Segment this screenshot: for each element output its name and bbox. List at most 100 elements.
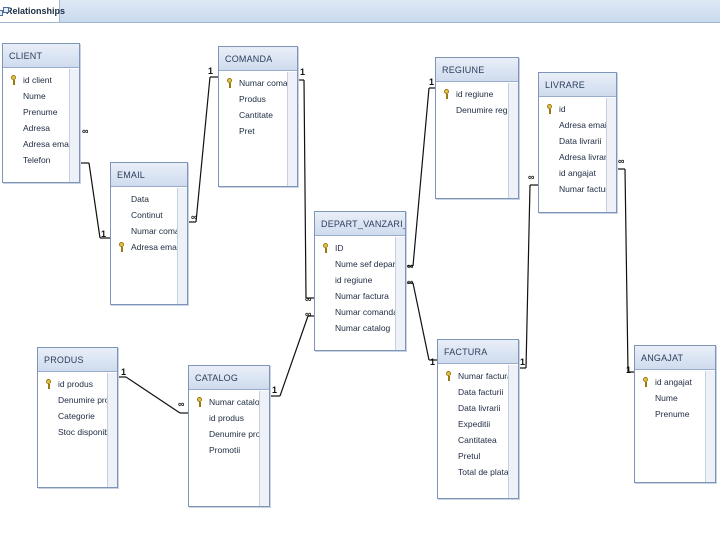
field-row[interactable]: Adresa email <box>3 136 69 152</box>
field-name: id client <box>23 75 52 85</box>
field-name: id angajat <box>655 377 692 387</box>
table-title[interactable]: EMAIL <box>111 163 187 187</box>
field-row[interactable]: id produs <box>189 410 259 426</box>
field-row[interactable]: Numar comanda <box>219 75 287 91</box>
field-row[interactable]: Numar factura <box>315 288 395 304</box>
field-row[interactable]: Expeditii <box>438 416 508 432</box>
table-scrollbar[interactable] <box>508 365 518 498</box>
table-title[interactable]: LIVRARE <box>539 73 616 97</box>
field-row[interactable]: id regiune <box>315 272 395 288</box>
field-row[interactable]: Cantitate <box>219 107 287 123</box>
rel-line <box>303 79 307 299</box>
field-name: Adresa email <box>23 139 69 149</box>
field-row[interactable]: Denumire produs <box>38 392 107 408</box>
field-row[interactable]: Prenume <box>635 406 705 422</box>
field-name: id produs <box>58 379 93 389</box>
field-row[interactable]: id produs <box>38 376 107 392</box>
field-row[interactable]: Categorie <box>38 408 107 424</box>
field-row[interactable]: Telefon <box>3 152 69 168</box>
field-row[interactable]: id client <box>3 72 69 88</box>
table-title[interactable]: COMANDA <box>219 47 297 71</box>
field-row[interactable]: Pretul <box>438 448 508 464</box>
rel-line <box>125 376 181 414</box>
field-row[interactable]: Numar comanda <box>315 304 395 320</box>
field-row[interactable]: Promotii <box>189 442 259 458</box>
field-row[interactable]: Adresa <box>3 120 69 136</box>
field-name: Nume <box>23 91 46 101</box>
rel-line <box>624 168 629 373</box>
field-row[interactable]: Stoc disponibil <box>38 424 107 440</box>
table-scrollbar[interactable] <box>395 237 405 350</box>
table-scrollbar[interactable] <box>177 188 187 304</box>
table-title[interactable]: ANGAJAT <box>635 346 715 370</box>
table-title[interactable]: CLIENT <box>3 44 79 68</box>
field-row[interactable]: Continut <box>111 207 177 223</box>
field-row[interactable]: Denumire produs <box>189 426 259 442</box>
field-row[interactable]: Adresa email <box>539 117 606 133</box>
field-row[interactable]: Numar factura <box>438 368 508 384</box>
primary-key-icon <box>197 397 203 407</box>
table-scrollbar[interactable] <box>508 83 518 198</box>
field-row[interactable]: ID <box>315 240 395 256</box>
field-row[interactable]: Nume sef departament <box>315 256 395 272</box>
table-title[interactable]: REGIUNE <box>436 58 518 82</box>
field-name: Denumire regiune <box>456 105 508 115</box>
field-row[interactable]: Numar factura <box>539 181 606 197</box>
field-row[interactable]: Data facturii <box>438 384 508 400</box>
field-row[interactable]: Adresa email <box>111 239 177 255</box>
field-row[interactable]: id angajat <box>539 165 606 181</box>
field-row[interactable]: id regiune <box>436 86 508 102</box>
field-row[interactable]: Total de plata <box>438 464 508 480</box>
table-title[interactable]: FACTURA <box>438 340 518 364</box>
rel-line <box>195 76 211 223</box>
relationships-canvas[interactable]: ∞ 1 ∞ 1 1 ∞ ∞ 1 ∞ ∞ 1 1 1 ∞ 1 ∞ 1 ∞ CLIE… <box>0 23 720 540</box>
rel-line <box>88 162 101 239</box>
field-row[interactable]: Data livrarii <box>539 133 606 149</box>
field-name: Denumire produs <box>209 429 259 439</box>
rel-line <box>525 184 531 369</box>
field-row[interactable]: Pret <box>219 123 287 139</box>
table-title[interactable]: PRODUS <box>38 348 117 372</box>
field-row[interactable]: Denumire regiune <box>436 102 508 118</box>
field-name: Denumire produs <box>58 395 107 405</box>
field-row[interactable]: Data livrarii <box>438 400 508 416</box>
field-name: Promotii <box>209 445 241 455</box>
field-row[interactable]: Numar comanda <box>111 223 177 239</box>
field-row[interactable]: Nume <box>3 88 69 104</box>
field-row[interactable]: Data <box>111 191 177 207</box>
field-row[interactable]: Numar catalog <box>189 394 259 410</box>
table-scrollbar[interactable] <box>107 373 117 487</box>
relationships-tab[interactable]: Relationships <box>0 0 65 22</box>
field-name: Expeditii <box>458 419 491 429</box>
field-row[interactable]: id <box>539 101 606 117</box>
field-row[interactable]: Cantitatea <box>438 432 508 448</box>
field-name: Nume <box>655 393 678 403</box>
field-row[interactable]: id angajat <box>635 374 705 390</box>
field-row[interactable]: Produs <box>219 91 287 107</box>
field-list: Numar comandaProdusCantitatePret <box>219 72 287 186</box>
field-row[interactable]: Nume <box>635 390 705 406</box>
table-scrollbar[interactable] <box>287 72 297 186</box>
field-row[interactable]: Prenume <box>3 104 69 120</box>
table-scrollbar[interactable] <box>259 391 269 506</box>
table-title[interactable]: DEPART_VANZARI_ONLINE <box>315 212 405 236</box>
table-scrollbar[interactable] <box>705 371 715 482</box>
table-title[interactable]: CATALOG <box>189 366 269 390</box>
field-row[interactable]: Numar catalog <box>315 320 395 336</box>
table-scrollbar[interactable] <box>606 98 616 212</box>
field-name: Total de plata <box>458 467 508 477</box>
field-row[interactable]: Adresa livrare <box>539 149 606 165</box>
table-scrollbar[interactable] <box>69 69 79 182</box>
cardinality-many: ∞ <box>407 261 414 271</box>
